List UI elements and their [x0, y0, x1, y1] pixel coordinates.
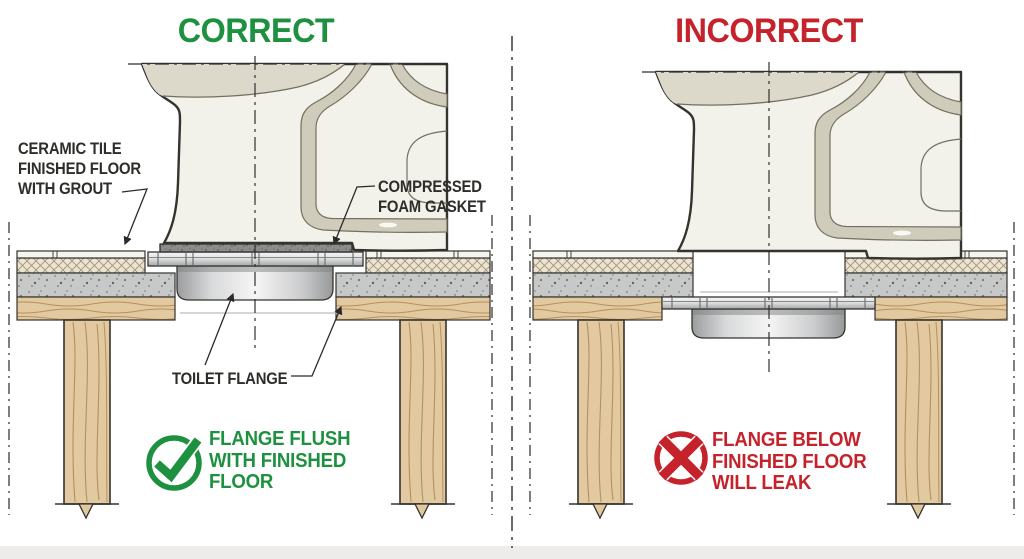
floor-joist — [568, 319, 634, 519]
foam-gasket-label: COMPRESSED FOAM GASKET — [378, 177, 486, 217]
correct-badge-line3: FLOOR — [209, 471, 274, 493]
incorrect-badge-line1: FLANGE BELOW — [712, 429, 861, 451]
correct-badge-line2: WITH FINISHED — [209, 449, 347, 472]
foam-gasket-label-line2: FOAM GASKET — [378, 198, 486, 216]
flange-hub — [691, 308, 846, 339]
incorrect-toilet-cross-section — [654, 70, 963, 260]
ceramic-tile-leader — [121, 188, 149, 246]
foam-gasket-leader — [332, 185, 376, 246]
correct-toilet-cross-section — [140, 62, 449, 252]
x-circle-icon — [654, 431, 708, 485]
ceramic-tile-label-line1: CERAMIC TILE — [18, 140, 122, 158]
correct-floor-layers — [16, 250, 491, 519]
bottom-edge-shadow — [0, 546, 1024, 559]
toilet-flange-leader-left — [204, 292, 235, 366]
section-boundary-lines — [8, 215, 1015, 515]
ceramic-tile-label-line2: FINISHED FLOOR — [18, 160, 141, 178]
flange-bolt-slots — [671, 297, 866, 309]
incorrect-badge-line2: FINISHED FLOOR — [712, 450, 867, 473]
floor-joist — [886, 319, 952, 519]
floor-joist — [54, 319, 120, 519]
correct-badge-line1: FLANGE FLUSH — [209, 428, 351, 450]
flange-bolt-slots — [157, 252, 354, 266]
leader-lines — [121, 185, 376, 377]
foam-gasket-label-line1: COMPRESSED — [378, 178, 482, 196]
incorrect-badge-line3: WILL LEAK — [712, 472, 812, 494]
ceramic-tile-label-line3: WITH GROUT — [18, 180, 112, 198]
ceramic-tile-label: CERAMIC TILE FINISHED FLOOR WITH GROUT — [18, 139, 141, 199]
compressed-foam-gasket — [159, 243, 353, 253]
ceramic-tile-layer — [16, 250, 146, 259]
incorrect-title: INCORRECT — [675, 12, 863, 50]
ceramic-tile-layer — [532, 250, 694, 259]
floor-joist — [390, 319, 456, 519]
toilet-flange-label: TOILET FLANGE — [172, 370, 288, 388]
check-circle-icon — [146, 435, 202, 491]
tile-joints — [566, 251, 970, 258]
toilet-flange-leader-right — [291, 305, 343, 377]
centerlines — [128, 56, 964, 372]
correct-badge-text: FLANGE FLUSH WITH FINISHED FLOOR — [209, 428, 351, 494]
correct-title: CORRECT — [177, 12, 335, 50]
incorrect-badge-text: FLANGE BELOW FINISHED FLOOR WILL LEAK — [712, 429, 867, 495]
tile-joints — [52, 251, 459, 258]
